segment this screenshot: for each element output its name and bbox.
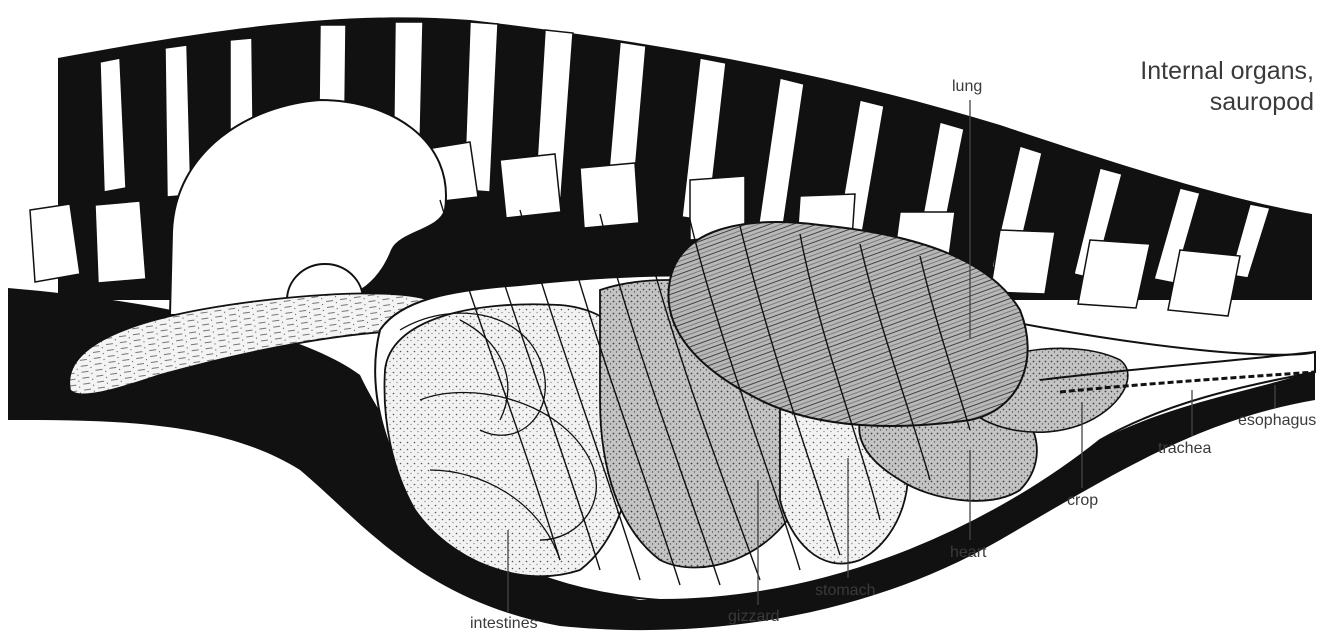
label-trachea: trachea [1158,440,1211,458]
label-esophagus: esophagus [1238,412,1316,430]
title-line-1: Internal organs, [1140,56,1314,87]
title-line-2: sauropod [1140,87,1314,118]
label-crop: crop [1067,492,1098,510]
label-stomach: stomach [815,582,875,600]
label-heart: heart [950,544,986,562]
label-lung: lung [952,78,982,96]
label-gizzard: gizzard [728,608,780,626]
label-intestines: intestines [470,615,538,633]
diagram-title: Internal organs, sauropod [1140,56,1314,118]
